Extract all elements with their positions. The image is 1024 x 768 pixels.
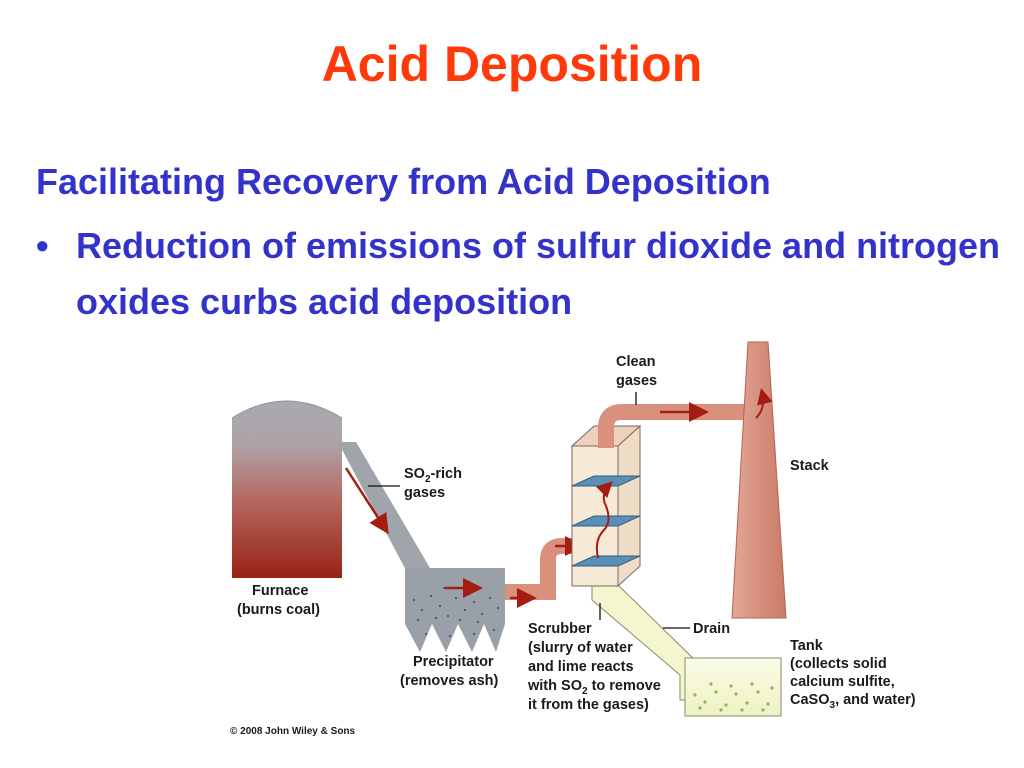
copyright-notice: © 2008 John Wiley & Sons [230, 726, 356, 737]
label-tank-desc-3: CaSO3, and water) [790, 692, 916, 711]
label-scrubber-desc-4: it from the gases) [528, 697, 649, 713]
label-so2-rich: SO2-rich [404, 466, 462, 485]
label-scrubber-desc-2: and lime reacts [528, 659, 634, 675]
label-tank: Tank [790, 638, 824, 654]
slide-title: Acid Deposition [321, 36, 703, 92]
clean-gas-pipe [598, 392, 748, 448]
label-clean-gases-line2: gases [616, 373, 657, 389]
label-precipitator: Precipitator [413, 654, 494, 670]
stack [731, 341, 787, 619]
drain-and-tank [591, 584, 782, 717]
label-gases: gases [404, 485, 445, 501]
label-drain: Drain [693, 621, 730, 637]
label-clean-gases-line1: Clean [616, 354, 656, 370]
bullet-text: Reduction of emissions of sulfur dioxide… [76, 225, 1001, 322]
scrubber-tower [570, 424, 642, 588]
label-scrubber-desc-3: with SO2 to remove [527, 678, 661, 697]
slide-subheading: Facilitating Recovery from Acid Depositi… [36, 161, 771, 202]
label-stack: Stack [790, 458, 830, 474]
precipitator [405, 568, 505, 652]
label-tank-desc-1: (collects solid [790, 656, 887, 672]
furnace-duct [338, 442, 430, 574]
label-furnace: Furnace [252, 583, 308, 599]
label-scrubber: Scrubber [528, 621, 592, 637]
furnace [231, 400, 343, 578]
bullet-dot-icon: • [36, 225, 49, 266]
label-precipitator-desc: (removes ash) [400, 673, 498, 689]
label-furnace-desc: (burns coal) [237, 602, 320, 618]
label-tank-desc-2: calcium sulfite, [790, 674, 895, 690]
label-scrubber-desc-1: (slurry of water [528, 640, 633, 656]
